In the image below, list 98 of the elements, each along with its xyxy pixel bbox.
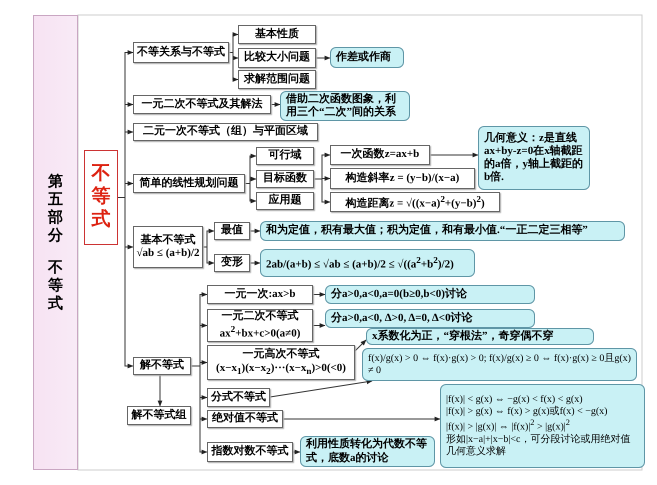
note-box bbox=[260, 221, 625, 241]
node-text: |f(x)| > |g(x)| ⇔ |f(x)|$^{2}$ > |g(x)|$^{2}$ bbox=[446, 418, 570, 434]
arrow bbox=[314, 178, 331, 204]
node-text: ax$^{2}$+bx+c>0(a≠0) bbox=[220, 324, 300, 341]
node-text: f(x)/g(x) > 0 ⇔ f(x)·g(x) > 0; f(x)/g(x) ≥ 0 ⇔ f(x)·g(x) ≥ 0且g(x) ≠ 0 bbox=[368, 352, 631, 376]
note-box bbox=[325, 285, 535, 304]
arrow bbox=[228, 52, 239, 82]
topic-box bbox=[133, 95, 271, 114]
arrow bbox=[312, 323, 326, 328]
arrow bbox=[292, 450, 301, 454]
node-text: 可行域 bbox=[268, 149, 302, 163]
node-text: √ab ≤ (a+b)/2 bbox=[136, 247, 200, 260]
topic-box bbox=[207, 285, 313, 304]
node-text: 变形 bbox=[221, 256, 243, 270]
arrow bbox=[202, 246, 215, 266]
topic-box bbox=[133, 174, 245, 193]
arrow bbox=[316, 56, 331, 60]
topic-box bbox=[238, 48, 316, 68]
note-box bbox=[280, 91, 410, 121]
node-text: 一元一次:ax>b bbox=[224, 288, 296, 302]
topic-box bbox=[133, 357, 191, 375]
note-box bbox=[362, 348, 637, 381]
node-text: 构造距离z = √((x−a)$^{2}$+(y−b)$^{2}$) bbox=[345, 194, 485, 210]
topic-box bbox=[133, 123, 318, 141]
node-text: 应用题 bbox=[268, 194, 302, 208]
topic-box bbox=[207, 410, 283, 428]
node-text: 和为定值，积有最大值；积为定值，和有最小值.“一正二定三相等” bbox=[266, 224, 588, 238]
topic-box bbox=[330, 192, 500, 212]
node-text: 2ab/(a+b) ≤ √ab ≤ (a+b)/2 ≤ √((a$^{2}$+b$^{2}$)/2) bbox=[266, 254, 454, 272]
topic-box bbox=[207, 345, 355, 380]
node-text: 分式不等式 bbox=[211, 390, 266, 404]
node-text: 借助二次函数图象，利用三个“二次”间的关系 bbox=[286, 92, 397, 120]
arrow bbox=[270, 379, 373, 398]
topic-box bbox=[256, 147, 314, 165]
node-text: 形如|x−a|+|x−b|<c，可分段讨论或用绝对值几何意义求解 bbox=[446, 434, 632, 458]
topic-box bbox=[330, 168, 475, 189]
topic-box bbox=[127, 406, 191, 425]
topic-box bbox=[238, 25, 316, 44]
arrow bbox=[270, 102, 281, 107]
node-text: |f(x)| < g(x) ⇔ −g(x) < f(x) < g(x) bbox=[446, 394, 583, 406]
node-text: 绝对值不等式 bbox=[212, 412, 278, 426]
node-text: |f(x)| > g(x) ⇔ f(x) > g(x)或f(x) < −g(x) bbox=[446, 406, 608, 418]
section-band bbox=[33, 15, 78, 470]
arrow bbox=[244, 183, 257, 204]
topic-box bbox=[207, 442, 293, 462]
node-text: 基本不等式 bbox=[140, 234, 196, 247]
node-text: x系数化为正，“穿根法”，奇穿偶不穿 bbox=[372, 330, 554, 344]
node-text: 一元二次不等式及其解法 bbox=[142, 98, 262, 112]
node-text: 简单的线性规划问题 bbox=[140, 176, 238, 190]
node-text: 解不等式组 bbox=[132, 408, 186, 422]
note-box bbox=[300, 436, 435, 467]
node-text: 一元高次不等式 bbox=[242, 348, 320, 362]
node-text: 比较大小问题 bbox=[244, 51, 310, 65]
vertical-title: 不等式 bbox=[48, 258, 63, 312]
note-box bbox=[366, 328, 594, 345]
topic-box bbox=[133, 42, 229, 63]
node-text: 分a>0,a<0,a=0(b≥0,b<0)讨论 bbox=[331, 288, 467, 302]
topic-box bbox=[207, 309, 313, 342]
topic-box bbox=[330, 145, 430, 165]
node-text: 利用性质转化为代数不等式，底数a的讨论 bbox=[306, 438, 428, 465]
topic-box bbox=[214, 254, 250, 272]
node-text: 分a>0,a<0, Δ>0, Δ=0, Δ<0讨论 bbox=[331, 312, 473, 326]
arrow bbox=[158, 374, 162, 407]
node-text: (x−x$_{1}$)(x−x$_{2}$)···(x−x$_{n}$)>0(<0) bbox=[216, 362, 346, 377]
topic-box bbox=[207, 388, 270, 407]
arrow bbox=[250, 260, 261, 266]
node-text: 构造斜率z = (y−b)/(x−a) bbox=[346, 172, 460, 186]
note-box bbox=[478, 126, 590, 190]
node-text: 最值 bbox=[221, 224, 243, 238]
arrow bbox=[354, 340, 366, 352]
vertical-title: 第五部分 bbox=[48, 172, 63, 244]
arrow bbox=[118, 197, 134, 368]
node-text: 一次函数z=ax+b bbox=[340, 148, 420, 162]
note-box bbox=[440, 384, 645, 468]
root-box bbox=[84, 150, 118, 245]
node-text: 解不等式 bbox=[140, 359, 184, 373]
topic-box bbox=[238, 70, 316, 89]
arrow bbox=[430, 152, 479, 158]
node-text: 基本性质 bbox=[255, 28, 299, 42]
node-text: 作差或作商 bbox=[336, 50, 391, 64]
note-box bbox=[325, 309, 535, 328]
arrow bbox=[282, 416, 441, 422]
node-text: 目标函数 bbox=[263, 172, 307, 186]
topic-box bbox=[256, 170, 314, 188]
arrow bbox=[250, 228, 261, 234]
node-text: 求解范围问题 bbox=[244, 72, 310, 86]
node-text: 二元一次不等式（组）与平面区域 bbox=[143, 125, 308, 139]
topic-box bbox=[133, 226, 203, 268]
node-text: 不等关系与不等式 bbox=[137, 46, 225, 60]
vertical-title: 不等式 bbox=[92, 163, 110, 232]
note-box bbox=[330, 47, 404, 68]
node-text: 指数对数不等式 bbox=[212, 445, 288, 459]
topic-box bbox=[214, 222, 250, 240]
arrow bbox=[312, 292, 326, 297]
topic-box bbox=[256, 192, 314, 210]
node-text: 一元二次不等式 bbox=[222, 310, 298, 324]
note-box bbox=[260, 249, 475, 277]
node-text: 几何意义：z是直线ax+by-z=0在x轴截距的a倍，y轴上截距的b倍. bbox=[484, 132, 584, 184]
